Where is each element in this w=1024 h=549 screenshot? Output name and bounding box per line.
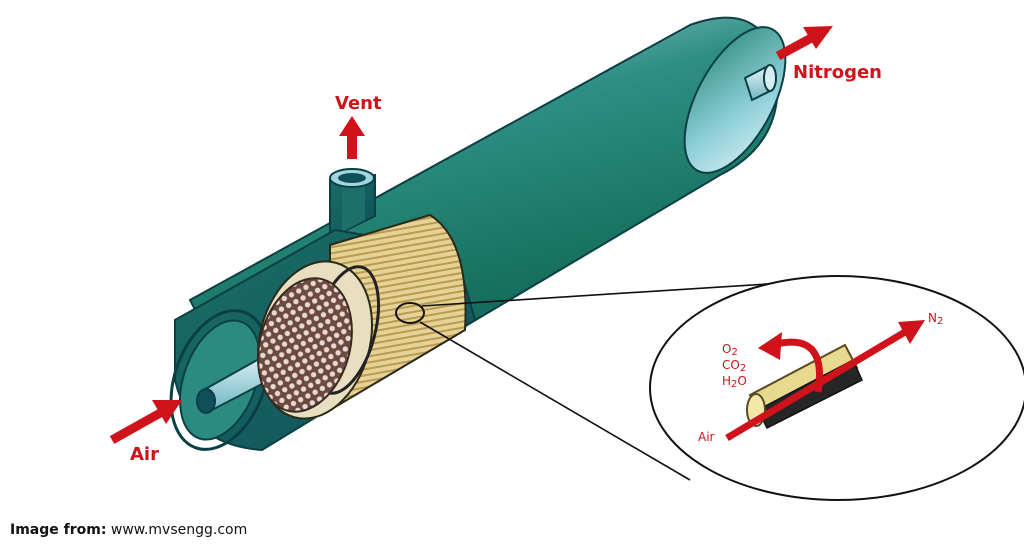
n2-label: N2 — [928, 311, 944, 327]
nitrogen-outlet-pipe — [743, 64, 777, 102]
zoom-detail — [649, 275, 1024, 501]
nitrogen-label: Nitrogen — [793, 62, 882, 83]
vent-pipe — [329, 168, 376, 240]
nitrogen-arrow — [775, 26, 833, 60]
caption-source: www.mvsengg.com — [110, 522, 248, 538]
zoom-air-n2-arrow — [725, 320, 925, 442]
o2-label: O2 — [722, 342, 738, 358]
end-cap — [683, 26, 787, 174]
zoom-lines — [419, 279, 831, 481]
vent-label: Vent — [335, 93, 382, 114]
hollow-fiber-bundle — [256, 213, 467, 420]
image-credit-caption: Image from: www.mvsengg.com — [10, 522, 247, 538]
zoom-marker — [395, 302, 425, 324]
caption-prefix: Image from: — [10, 522, 107, 538]
co2-label: CO2 — [722, 358, 747, 374]
air-small-label: Air — [698, 430, 715, 444]
air-inlet-arrow — [109, 400, 182, 444]
air-label: Air — [130, 444, 159, 465]
vent-arrow — [339, 116, 365, 159]
h2o-label: H2O — [722, 374, 747, 390]
